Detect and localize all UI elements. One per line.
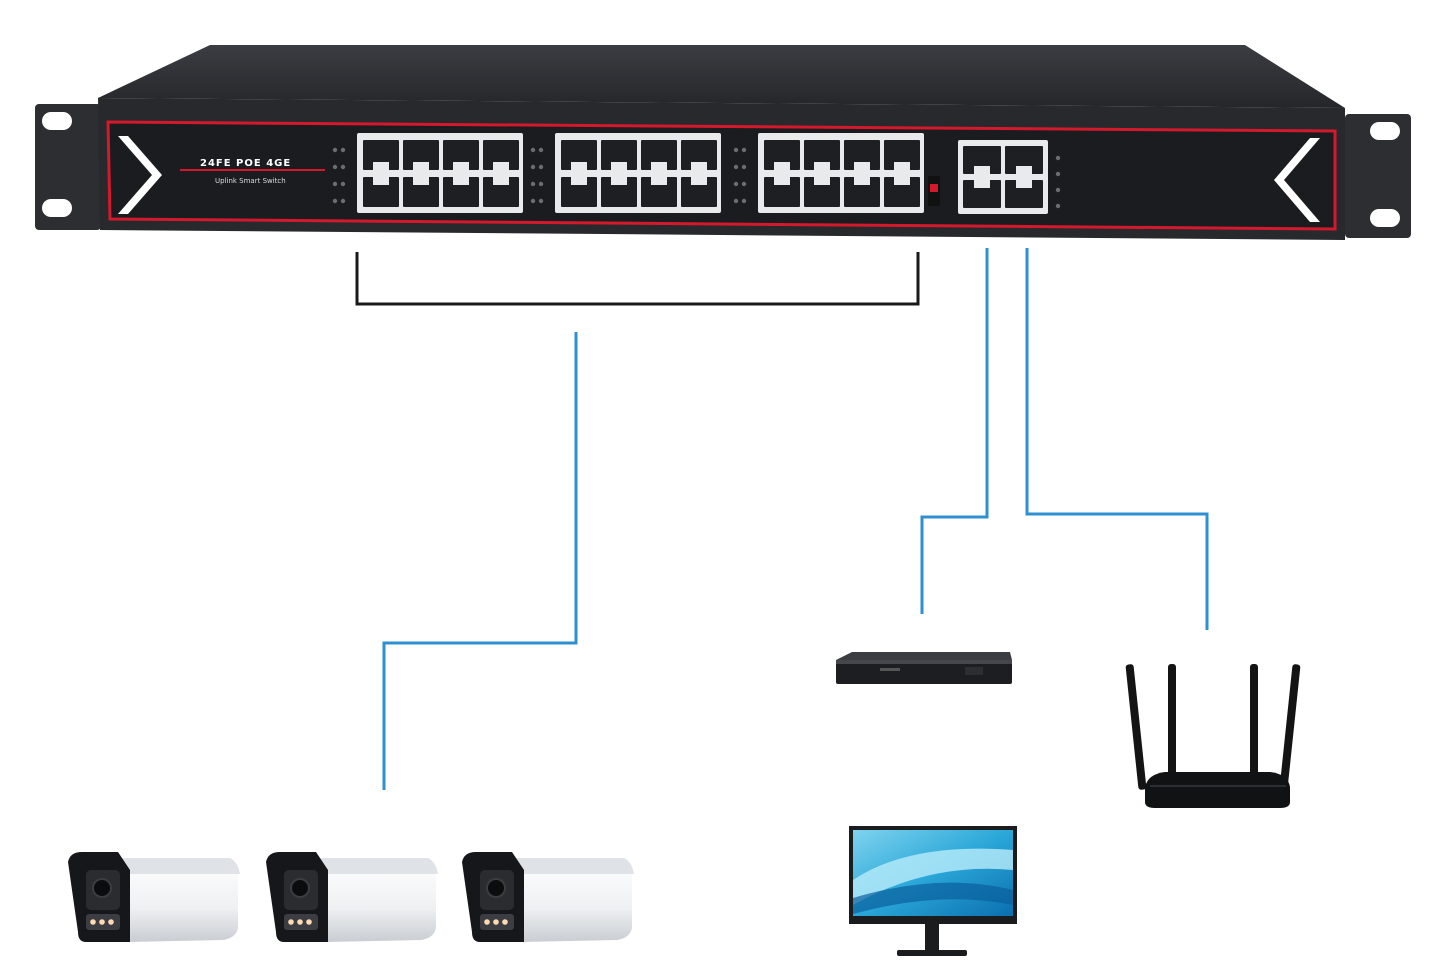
status-led-f48 <box>1055 203 1061 209</box>
rj45-port-2[interactable] <box>363 177 399 207</box>
dip-switch <box>928 176 940 206</box>
rj45-port-18[interactable] <box>764 177 800 207</box>
rj45-port-22[interactable] <box>844 177 880 207</box>
status-led-f2 <box>1055 187 1061 193</box>
port-group-1 <box>332 133 523 213</box>
nvr-icon <box>836 652 1012 684</box>
fe-port-groups <box>332 133 924 213</box>
rj45-port-6[interactable] <box>443 177 479 207</box>
rack-ear-right <box>1345 114 1411 238</box>
port-led <box>741 198 747 204</box>
rj45-port-23[interactable] <box>884 140 920 170</box>
port-led <box>332 198 338 204</box>
rj45-port-15[interactable] <box>681 140 717 170</box>
uplink-port-G4[interactable] <box>1005 180 1043 208</box>
status-led-pwr <box>1055 155 1061 161</box>
port-led <box>538 147 544 153</box>
rj45-port-11[interactable] <box>601 140 637 170</box>
rj45-port-13[interactable] <box>641 140 677 170</box>
poe-switch: 24FE POE 4GE Uplink Smart Switch <box>35 45 1411 240</box>
connection-lines <box>355 248 1209 790</box>
router-icon <box>1125 664 1301 808</box>
rj45-port-8[interactable] <box>483 177 519 207</box>
port-led <box>741 164 747 170</box>
rj45-port-17[interactable] <box>764 140 800 170</box>
status-led-group <box>1055 155 1061 209</box>
port-led <box>733 164 739 170</box>
port-led <box>530 164 536 170</box>
port-range-bracket <box>355 252 920 306</box>
uplink-port-G3[interactable] <box>1005 146 1043 174</box>
rj45-port-24[interactable] <box>884 177 920 207</box>
switch-top-face <box>98 45 1345 108</box>
port-group-3 <box>733 133 924 213</box>
rj45-port-21[interactable] <box>844 140 880 170</box>
red-accent-frame <box>106 120 1337 231</box>
rj45-port-19[interactable] <box>804 140 840 170</box>
link-nvr <box>920 248 989 614</box>
port-led <box>340 198 346 204</box>
camera-group <box>68 852 634 942</box>
port-led <box>530 181 536 187</box>
port-led <box>733 181 739 187</box>
bullet-camera-icon <box>266 852 438 942</box>
rj45-port-5[interactable] <box>443 140 479 170</box>
status-led-f1 <box>1055 171 1061 177</box>
port-led <box>530 147 536 153</box>
port-led <box>741 147 747 153</box>
rack-ear-left <box>35 104 101 230</box>
bullet-camera-icon <box>68 852 240 942</box>
uplink-port-group <box>958 140 1048 214</box>
port-led <box>733 147 739 153</box>
port-led <box>340 147 346 153</box>
rj45-port-9[interactable] <box>561 140 597 170</box>
uplink-port-G2[interactable] <box>963 180 1001 208</box>
port-group-2 <box>530 133 721 213</box>
port-led <box>538 164 544 170</box>
rj45-port-10[interactable] <box>561 177 597 207</box>
rj45-port-4[interactable] <box>403 177 439 207</box>
port-led <box>538 198 544 204</box>
rj45-port-20[interactable] <box>804 177 840 207</box>
rj45-port-14[interactable] <box>641 177 677 207</box>
rj45-port-1[interactable] <box>363 140 399 170</box>
port-led <box>530 198 536 204</box>
link-router <box>1025 248 1209 630</box>
uplink-port-G1[interactable] <box>963 146 1001 174</box>
switch-model-label: 24FE POE 4GE <box>200 158 291 169</box>
port-led <box>332 181 338 187</box>
port-led <box>733 198 739 204</box>
chevron-left-icon <box>118 136 162 214</box>
port-led <box>340 164 346 170</box>
chevron-right-icon <box>1274 138 1320 222</box>
port-led <box>538 181 544 187</box>
bullet-camera-icon <box>462 852 634 942</box>
rj45-port-7[interactable] <box>483 140 519 170</box>
port-led <box>340 181 346 187</box>
port-led <box>741 181 747 187</box>
link-cameras <box>382 332 578 790</box>
monitor-icon <box>849 826 1017 956</box>
switch-subtitle-label: Uplink Smart Switch <box>215 177 286 185</box>
rj45-port-16[interactable] <box>681 177 717 207</box>
rj45-port-12[interactable] <box>601 177 637 207</box>
port-led <box>332 164 338 170</box>
port-led <box>332 147 338 153</box>
rj45-port-3[interactable] <box>403 140 439 170</box>
